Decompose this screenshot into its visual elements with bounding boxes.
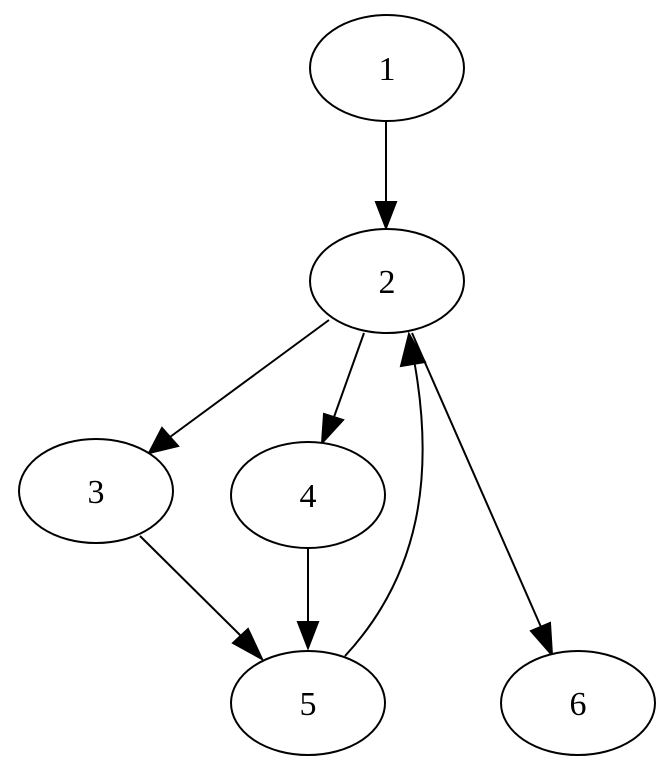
edge-3-to-5: [139, 535, 265, 662]
edges-layer: [139, 121, 554, 662]
nodes-layer: 1 2 3 4 5 6: [18, 14, 656, 756]
node-3: 3: [18, 438, 174, 544]
edge-2-to-6: [411, 332, 554, 658]
node-6: 6: [500, 650, 656, 756]
node-1-label: 1: [379, 51, 396, 88]
node-6-label: 6: [570, 686, 587, 723]
node-5-label: 5: [300, 686, 317, 723]
node-2: 2: [309, 228, 465, 334]
edge-4-to-5: [296, 548, 320, 651]
edge-2-to-3: [147, 319, 330, 455]
node-4: 4: [230, 441, 386, 549]
node-2-label: 2: [379, 264, 396, 301]
node-3-label: 3: [88, 474, 105, 511]
node-1: 1: [309, 14, 465, 122]
edge-1-to-2: [374, 121, 398, 231]
edge-2-to-4: [320, 332, 365, 446]
node-4-label: 4: [300, 478, 317, 515]
node-5: 5: [230, 650, 386, 756]
edge-5-to-2: [344, 331, 427, 657]
